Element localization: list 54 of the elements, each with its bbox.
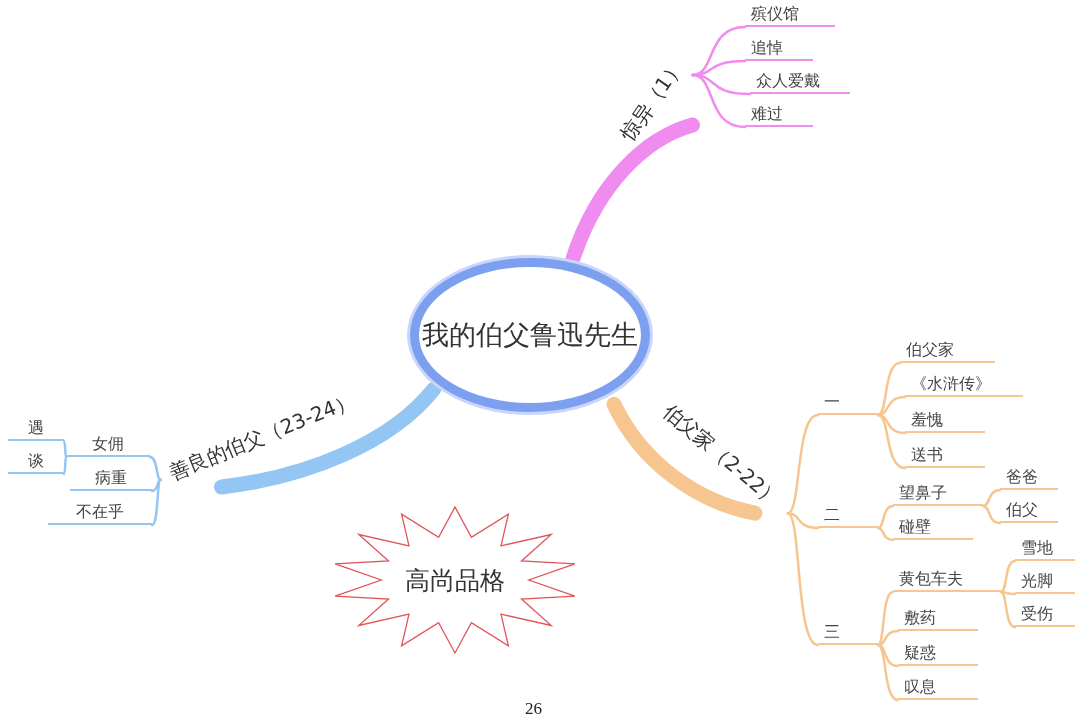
page-number: 26 [525, 699, 542, 719]
branch-line [691, 25, 747, 77]
branch-label: 送书 [905, 445, 985, 468]
branch-line [876, 413, 907, 470]
branch-label: 女佣 [66, 434, 150, 457]
branch-line [150, 478, 162, 493]
branch-label: 光脚 [1015, 571, 1075, 594]
branch-label: 殡仪馆 [745, 4, 835, 27]
branch-line [691, 73, 747, 129]
branch-label: 难过 [745, 104, 813, 127]
branch-line [876, 526, 895, 542]
branch-label: 雪地 [1015, 538, 1075, 561]
branch-label: 羞愧 [905, 410, 985, 433]
star-label: 高尚品格 [405, 564, 505, 597]
branch-label: 《水浒传》 [905, 374, 1023, 397]
branch-title: 惊异（1） [611, 49, 693, 151]
branch-line [62, 439, 68, 459]
branch-label: 二 [818, 505, 878, 528]
central-topic-ellipse: 我的伯父鲁迅先生 [410, 258, 650, 412]
branch-label: 谈 [8, 451, 64, 474]
branch-label: 一 [818, 392, 878, 415]
branch-line [150, 478, 162, 527]
branch-label: 伯父 [1000, 500, 1058, 523]
branch-line [62, 455, 68, 476]
branch-line [786, 511, 820, 647]
branch-line [981, 488, 1002, 508]
branch-label: 三 [818, 622, 878, 645]
main-branch [606, 396, 763, 521]
branch-line [876, 395, 907, 417]
branch-line [786, 511, 820, 530]
branch-title: 善良的伯父（23-24） [160, 385, 364, 487]
branch-line [999, 590, 1017, 629]
branch-line [981, 504, 1002, 525]
branch-label: 敷药 [898, 608, 978, 631]
branch-label: 追悼 [745, 38, 813, 61]
branch-label: 病重 [70, 468, 152, 491]
branch-line [999, 559, 1017, 594]
branch-label: 爸爸 [1000, 467, 1058, 490]
branch-line [148, 455, 162, 482]
branch-label: 众人爱戴 [750, 71, 850, 94]
branch-label: 受伤 [1015, 604, 1075, 627]
branch-label: 疑惑 [898, 643, 978, 666]
branch-label: 遇 [8, 418, 64, 441]
branch-label: 黄包车夫 [893, 569, 1001, 592]
branch-line [786, 413, 820, 515]
branch-label: 伯父家 [900, 340, 995, 363]
branch-line [876, 643, 900, 702]
branch-label: 叹息 [898, 677, 978, 700]
branch-label: 不在乎 [48, 502, 152, 525]
branch-line [876, 629, 900, 647]
branch-label: 望鼻子 [893, 483, 983, 506]
branch-label: 碰壁 [893, 517, 973, 540]
branch-line [876, 504, 895, 530]
branch-line [876, 590, 895, 647]
